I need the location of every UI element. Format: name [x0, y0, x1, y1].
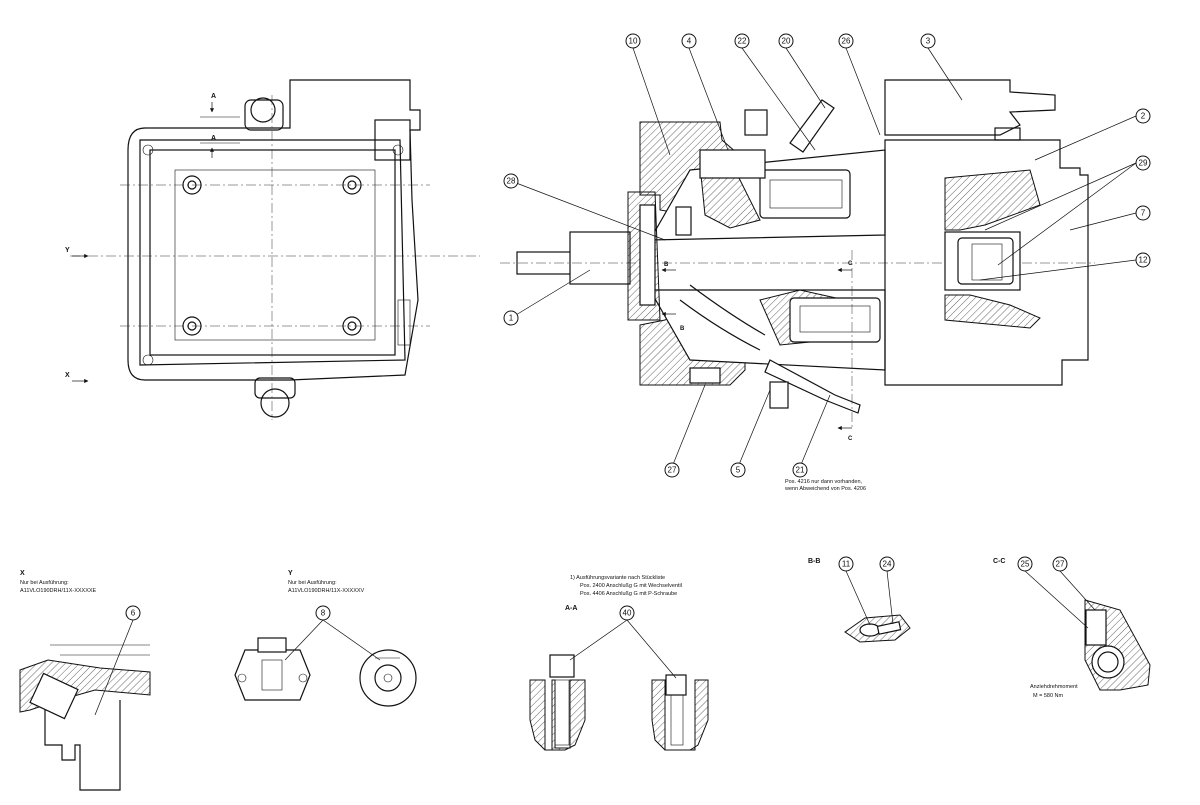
svg-text:1: 1: [509, 314, 514, 323]
svg-text:22: 22: [738, 37, 747, 46]
note-line: M = 580 Nm: [1033, 693, 1064, 699]
main-section-view: C C B B Pos. 4216 nur dann vorhanden, we…: [500, 47, 1137, 492]
balloon: 22: [734, 33, 750, 49]
balloon: 4: [681, 33, 697, 49]
svg-text:4: 4: [687, 37, 692, 46]
section-b-label: B: [680, 326, 685, 332]
note-line: Pos. 4216 nur dann vorhanden,: [785, 479, 863, 485]
balloon: 1: [503, 310, 519, 326]
section-c-c: C-C Anziehdrehmoment M = 580 Nm: [993, 558, 1151, 699]
note-line: 1) Ausführungsvariante nach Stückliste: [570, 575, 665, 581]
detail-title: X: [20, 570, 25, 577]
balloon: 28: [503, 173, 519, 189]
svg-text:24: 24: [883, 560, 892, 569]
svg-text:40: 40: [623, 609, 632, 618]
svg-text:8: 8: [321, 609, 326, 618]
section-title: C-C: [993, 558, 1005, 565]
balloon: 7: [1135, 205, 1151, 221]
note-line: wenn Abweichend von Pos. 4206: [784, 486, 866, 492]
svg-text:28: 28: [507, 177, 516, 186]
svg-text:27: 27: [668, 466, 677, 475]
section-a-label: A: [211, 135, 216, 142]
svg-text:20: 20: [782, 37, 791, 46]
svg-text:7: 7: [1141, 209, 1146, 218]
balloon: 3: [920, 33, 936, 49]
balloon: 11: [838, 556, 854, 572]
note-line: A11VLO190DRH/11X-XXXXXV: [288, 588, 365, 594]
svg-text:26: 26: [842, 37, 851, 46]
section-c-label: C: [848, 436, 853, 442]
detail-x: X Nur bei Ausführung: A11VLO190DRH/11X-X…: [19, 570, 151, 791]
section-b-b: B-B: [808, 558, 911, 643]
note-line: Nur bei Ausführung:: [288, 580, 337, 586]
view-x-label: X: [65, 372, 70, 379]
note-line: Pos. 2400 Anschlußg G mit Wechselventil: [580, 583, 682, 589]
svg-text:12: 12: [1139, 256, 1148, 265]
svg-text:6: 6: [131, 609, 136, 618]
left-view: A A Y X: [65, 79, 480, 420]
svg-text:10: 10: [629, 37, 638, 46]
balloon: 20: [778, 33, 794, 49]
svg-text:5: 5: [736, 466, 741, 475]
section-b-label: B: [664, 262, 669, 268]
balloon: 5: [730, 462, 746, 478]
detail-y: Y Nur bei Ausführung: A11VLO190DRH/11X-X…: [234, 570, 417, 707]
note-line: Anziehdrehmoment: [1030, 684, 1078, 690]
section-a-a: 1) Ausführungsvariante nach Stückliste P…: [529, 575, 709, 751]
balloon: 2: [1135, 108, 1151, 124]
balloon: 21: [792, 462, 808, 478]
section-title: B-B: [808, 558, 820, 565]
note-line: A11VLO190DRH/11X-XXXXXE: [20, 588, 97, 594]
balloon: 27: [664, 462, 680, 478]
balloon: 29: [1135, 155, 1151, 171]
note-line: Nur bei Ausführung:: [20, 580, 69, 586]
section-a-label: A: [211, 93, 216, 100]
detail-title: Y: [288, 570, 293, 577]
balloon: 26: [838, 33, 854, 49]
balloon: 10: [625, 33, 641, 49]
balloon: 8: [315, 605, 331, 621]
balloon: 25: [1017, 556, 1033, 572]
svg-text:29: 29: [1139, 159, 1148, 168]
svg-text:2: 2: [1141, 112, 1146, 121]
svg-text:25: 25: [1021, 560, 1030, 569]
balloon: 24: [879, 556, 895, 572]
section-c-label: C: [848, 261, 853, 267]
view-y-label: Y: [65, 247, 70, 254]
section-title: A-A: [565, 605, 577, 612]
svg-text:21: 21: [796, 466, 805, 475]
svg-text:11: 11: [842, 560, 851, 569]
balloon: 6: [125, 605, 141, 621]
balloon: 27: [1052, 556, 1068, 572]
svg-text:3: 3: [926, 37, 931, 46]
balloon: 40: [619, 605, 635, 621]
note-line: Pos. 4406 Anschlußg G mit P-Schraube: [580, 591, 677, 597]
svg-text:27: 27: [1056, 560, 1065, 569]
balloon: 12: [1135, 252, 1151, 268]
